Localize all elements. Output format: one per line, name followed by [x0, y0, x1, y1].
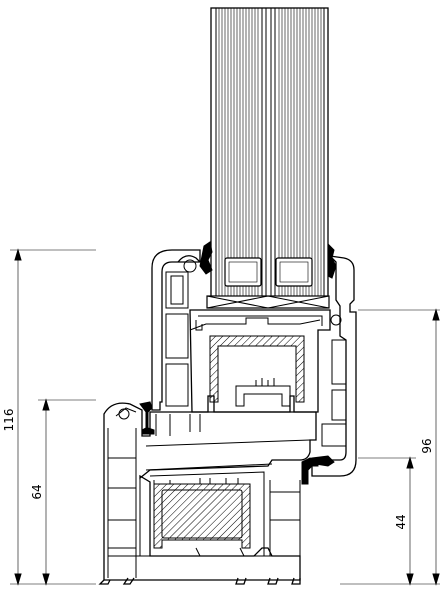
sash-profile — [139, 249, 357, 485]
dimension-label-frame-height: 64 — [30, 484, 44, 499]
dimension-lines: 116 64 96 44 — [2, 248, 440, 586]
frame-profile — [98, 402, 317, 585]
dimension-label-overall-height: 116 — [2, 409, 16, 432]
dimension-label-sash-height: 96 — [420, 438, 434, 453]
glazing-unit — [199, 7, 337, 309]
dimension-label-sash-bottom-offset: 44 — [394, 514, 408, 529]
